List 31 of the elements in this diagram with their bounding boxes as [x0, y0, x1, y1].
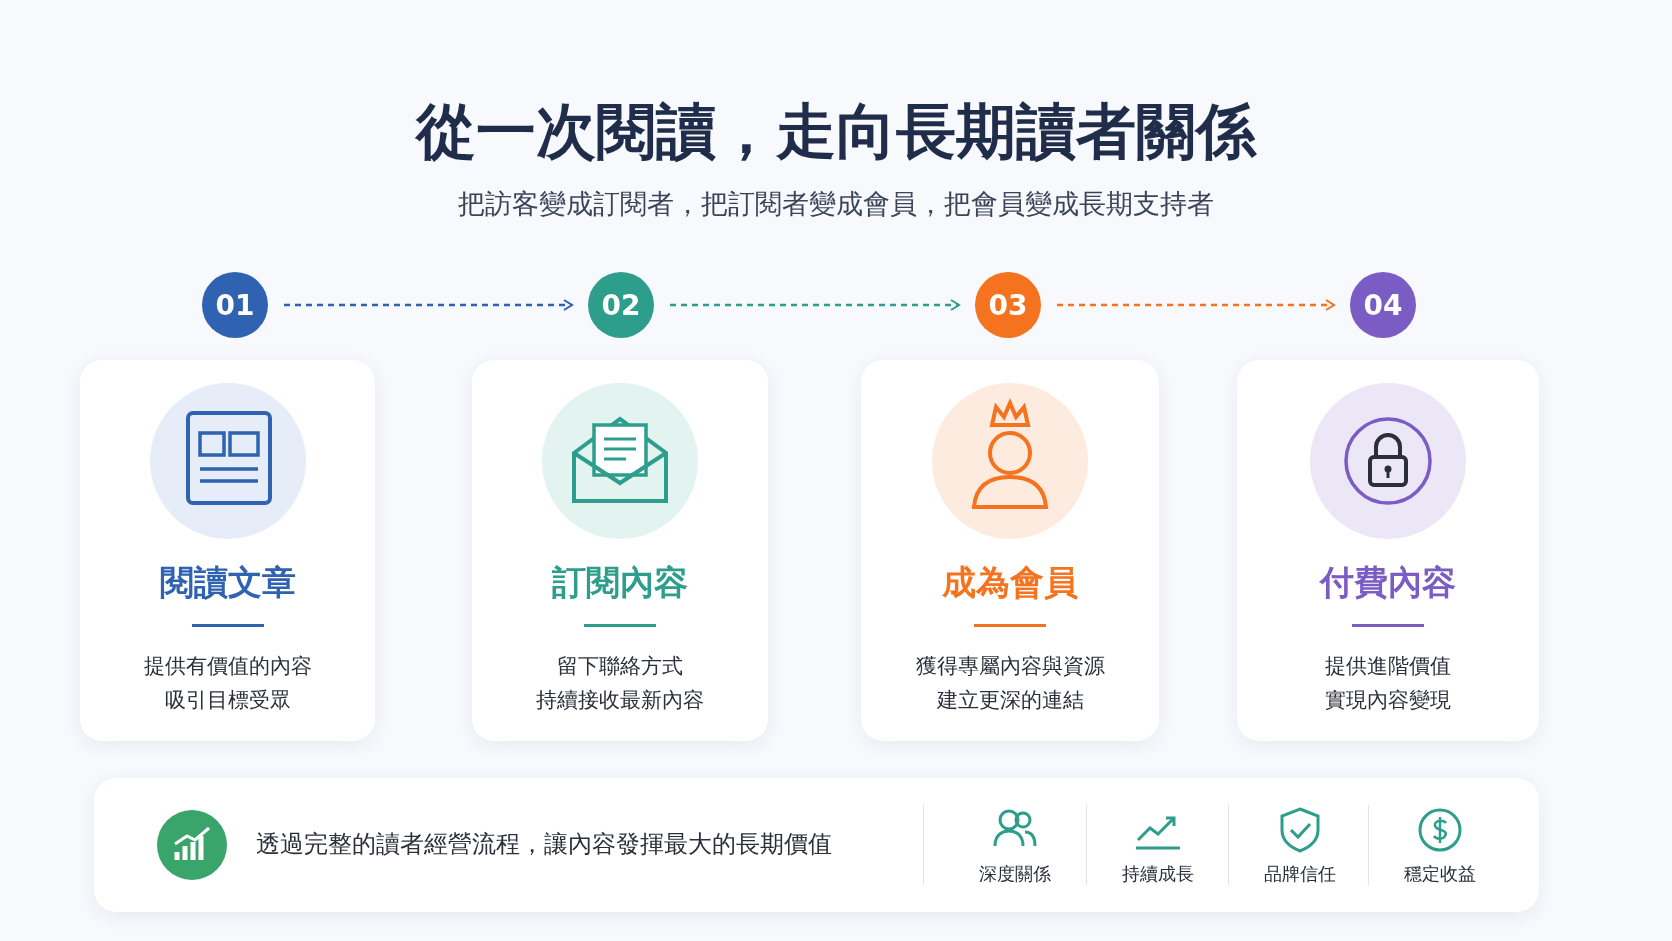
benefit-label: 穩定收益 [1403, 862, 1477, 886]
title-heading: 從一次閱讀，走向長期讀者關係 [414, 95, 1258, 168]
benefit-label: 持續成長 [1121, 862, 1195, 886]
step-description: 建立更深的連結 [935, 687, 1085, 714]
step-description: 提供進階價值 [1324, 653, 1452, 680]
summary-panel [94, 778, 1539, 912]
step-description: 吸引目標受眾 [163, 687, 292, 714]
step-card [472, 360, 768, 741]
step-heading: 成為會員 [941, 561, 1079, 604]
dashed-arrow [284, 299, 573, 311]
benefit-label: 深度關係 [978, 862, 1052, 886]
dashed-arrow [1057, 299, 1335, 311]
step-description: 獲得專屬內容與資源 [914, 653, 1106, 680]
benefit-label: 品牌信任 [1263, 862, 1337, 886]
step-number-badge: 03 [975, 272, 1041, 338]
step-number-badge: 02 [588, 272, 654, 338]
step-heading: 閱讀文章 [158, 561, 297, 604]
step-description: 實現內容變現 [1324, 687, 1452, 714]
step-number-badge: 01 [202, 272, 268, 338]
summary-text: 透過完整的讀者經營流程，讓內容發揮最大的長期價值 [256, 829, 832, 860]
dashed-arrow [670, 299, 960, 311]
step-card [80, 360, 375, 741]
step-card [861, 360, 1159, 741]
step-description: 持續接收最新內容 [535, 687, 705, 714]
step-card [1237, 360, 1539, 741]
step-number-badge: 04 [1350, 272, 1416, 338]
step-description: 留下聯絡方式 [556, 653, 684, 680]
step-heading: 訂閱內容 [551, 561, 689, 604]
subtitle: 把訪客變成訂閱者，把訂閱者變成會員，把會員變成長期支持者 [457, 187, 1215, 221]
step-heading: 付費內容 [1318, 561, 1457, 604]
step-description: 提供有價值的內容 [142, 653, 313, 680]
